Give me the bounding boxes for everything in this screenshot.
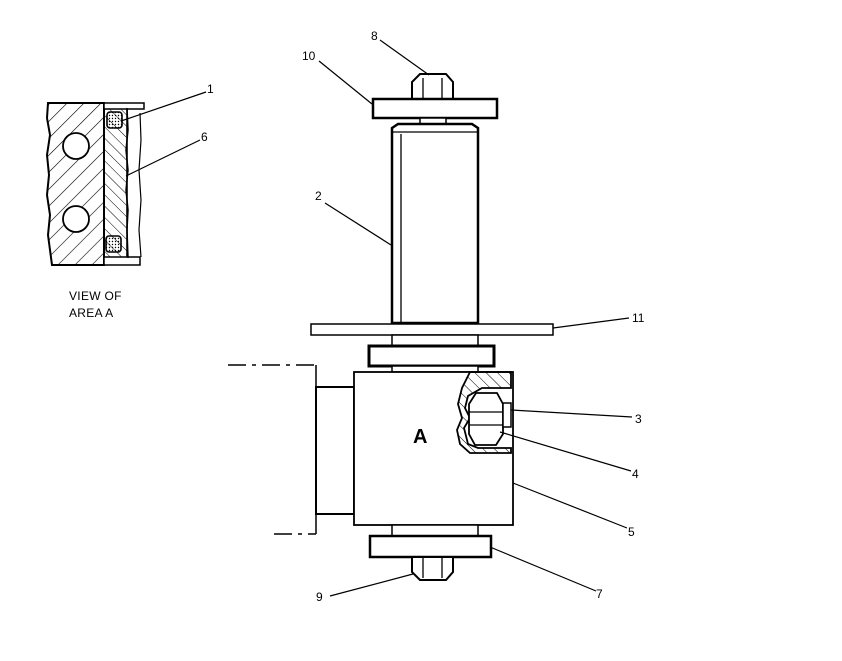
detail-ball-lower	[62, 205, 90, 233]
callout-2: 2	[315, 189, 322, 203]
callout-5: 5	[628, 525, 635, 539]
top-washer	[371, 97, 499, 120]
main-assembly: A	[228, 73, 554, 581]
callout-6: 6	[201, 130, 208, 144]
callout-3: 3	[635, 412, 642, 426]
leader-lines	[120, 39, 633, 597]
detail-ball-upper	[62, 132, 90, 160]
detail-top-plate	[103, 102, 145, 110]
top-bolt-head	[411, 73, 454, 101]
hex-nut	[468, 392, 504, 446]
detail-seal-lower	[105, 235, 122, 253]
callout-10: 10	[302, 49, 316, 63]
side-plate	[315, 386, 355, 515]
callout-labels: 1 6 10 8 2 11 3 4 5 7 9	[201, 29, 645, 604]
upper-spacer	[367, 344, 496, 368]
detail-caption-line2: AREA A	[69, 306, 114, 320]
area-a-marker: A	[413, 426, 427, 448]
cutaway-section	[456, 371, 512, 454]
mating-frame-phantom	[228, 364, 317, 535]
bolt-end	[502, 402, 512, 428]
detail-view-area-a	[45, 102, 145, 266]
callout-11: 11	[632, 311, 645, 325]
detail-seal-upper	[106, 111, 123, 129]
detail-caption-line1: VIEW OF	[69, 289, 122, 303]
shim-plate	[310, 323, 554, 336]
callout-1: 1	[207, 82, 214, 96]
detail-housing	[45, 102, 105, 266]
pin	[390, 122, 480, 325]
lower-spacer	[368, 534, 493, 559]
detail-shaft-edge	[125, 107, 129, 259]
callout-7: 7	[596, 587, 603, 601]
detail-bottom-plate	[103, 256, 141, 266]
callout-8: 8	[371, 29, 378, 43]
bottom-bolt-head	[411, 556, 454, 581]
callout-4: 4	[632, 467, 639, 481]
callout-9: 9	[316, 590, 323, 604]
